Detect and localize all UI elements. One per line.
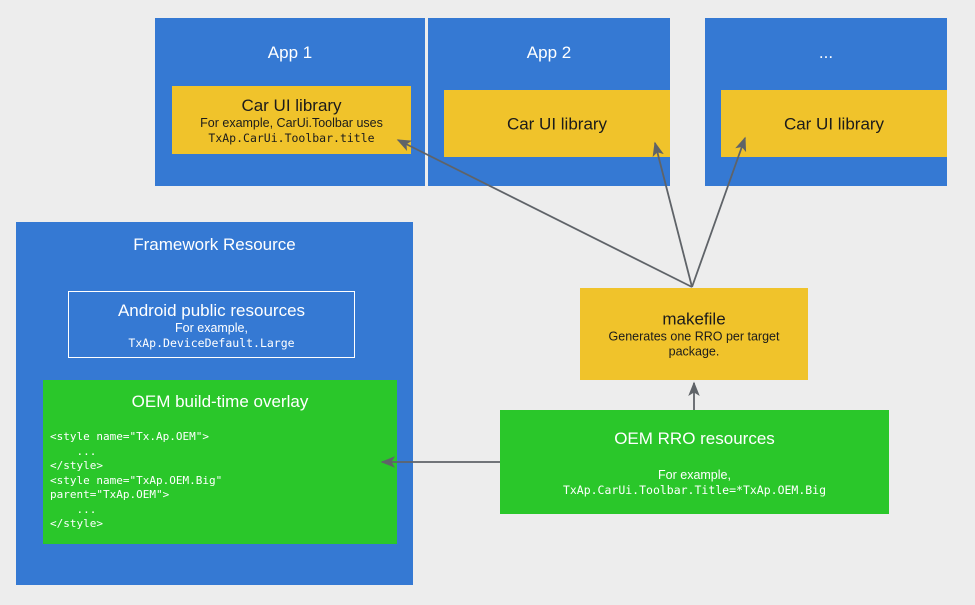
makefile-subtitle: Generates one RRO per target package. xyxy=(608,329,780,359)
app-2-title: App 2 xyxy=(526,43,572,62)
framework-resource-container: Framework Resource Android public resour… xyxy=(16,222,413,585)
framework-resource-title: Framework Resource xyxy=(133,235,296,254)
android-public-resources-subtitle: For example, xyxy=(175,320,248,335)
app-1-container: App 1 Car UI library For example, CarUi.… xyxy=(155,18,425,186)
android-public-resources-box: Android public resources For example, Tx… xyxy=(68,291,355,358)
oem-build-time-overlay-code: <style name="Tx.Ap.OEM"> ... </style> <s… xyxy=(50,430,223,530)
oem-build-time-overlay-title: OEM build-time overlay xyxy=(131,392,309,411)
app-2-library-text: Car UI library xyxy=(444,113,670,134)
oem-rro-resources-detail: For example, TxAp.CarUi.Toolbar.Title=*T… xyxy=(500,468,889,497)
app-more-container: ... Car UI library xyxy=(705,18,947,186)
app-2-library-title: Car UI library xyxy=(506,114,608,133)
android-public-resources-text: Android public resources For example, Tx… xyxy=(69,300,354,350)
app-1-library-text: Car UI library For example, CarUi.Toolba… xyxy=(172,95,411,145)
android-public-resources-code: TxAp.DeviceDefault.Large xyxy=(128,335,295,350)
oem-rro-resources-code: TxAp.CarUi.Toolbar.Title=*TxAp.OEM.Big xyxy=(562,483,827,497)
oem-rro-resources-title: OEM RRO resources xyxy=(614,429,775,448)
makefile-text: makefile Generates one RRO per target pa… xyxy=(580,309,808,360)
app-1-library-title: Car UI library xyxy=(241,96,342,115)
app-1-library-subtitle: For example, CarUi.Toolbar uses xyxy=(200,116,383,130)
android-public-resources-title: Android public resources xyxy=(117,300,306,320)
app-2-container: App 2 Car UI library xyxy=(428,18,670,186)
oem-rro-resources-box: OEM RRO resources For example, TxAp.CarU… xyxy=(500,410,889,514)
makefile-box: makefile Generates one RRO per target pa… xyxy=(580,288,808,380)
app-1-car-ui-library: Car UI library For example, CarUi.Toolba… xyxy=(172,86,411,154)
app-more-car-ui-library: Car UI library xyxy=(721,90,947,157)
app-more-library-text: Car UI library xyxy=(721,113,947,134)
app-1-library-code: TxAp.CarUi.Toolbar.title xyxy=(208,131,375,145)
app-1-title: App 1 xyxy=(267,43,313,62)
oem-rro-resources-subtitle: For example, xyxy=(658,468,731,482)
makefile-title: makefile xyxy=(662,309,726,329)
app-more-title: ... xyxy=(818,43,834,62)
oem-build-time-overlay-box: OEM build-time overlay <style name="Tx.A… xyxy=(43,380,397,544)
app-more-library-title: Car UI library xyxy=(783,114,885,133)
app-2-car-ui-library: Car UI library xyxy=(444,90,670,157)
